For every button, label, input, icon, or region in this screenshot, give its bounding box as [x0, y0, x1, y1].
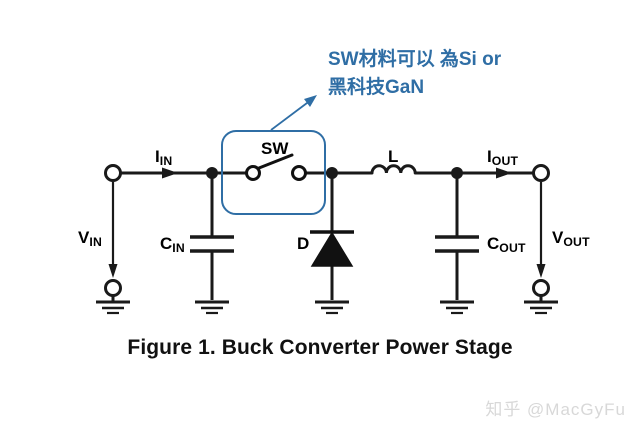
label-inductor: L	[388, 147, 399, 166]
iin-current-arrow	[162, 167, 178, 179]
label-sw: SW	[261, 139, 289, 158]
output-return-terminal[interactable]	[532, 279, 550, 297]
ground-symbol-cin	[195, 300, 229, 315]
switch-contact-left	[245, 165, 261, 181]
terminals	[104, 164, 550, 297]
junction-dots	[206, 167, 463, 179]
junction-dot-cout	[451, 167, 463, 179]
watermark: 知乎 @MacGyFu	[485, 400, 626, 419]
label-diode: D	[297, 234, 310, 253]
label-iout: IOUT	[487, 147, 519, 168]
junction-dot-sw-node	[326, 167, 338, 179]
sw-material-annotation: SW材料可以 為Si or 黑科技GaN	[328, 49, 502, 98]
sw-highlight-box	[221, 130, 326, 215]
ground-symbol-cout	[440, 300, 474, 315]
inductor-l[interactable]	[370, 164, 417, 175]
output-terminal[interactable]	[532, 164, 550, 182]
annotation-pointer-arrow	[270, 95, 317, 131]
figure-caption: Figure 1. Buck Converter Power Stage	[127, 336, 513, 359]
label-vin: VIN	[78, 228, 102, 249]
vout-arrow	[536, 182, 546, 278]
junction-dot-cin	[206, 167, 218, 179]
switch-contact-right	[291, 165, 307, 181]
switch-blade	[257, 153, 294, 170]
ground-symbol-diode	[315, 300, 349, 315]
ground-symbols	[96, 296, 558, 315]
label-cin: CIN	[160, 234, 185, 255]
capacitor-cin[interactable]	[190, 235, 234, 253]
switch-sw[interactable]	[245, 153, 307, 181]
diode-d[interactable]	[310, 230, 354, 267]
label-iin: IIN	[155, 147, 173, 168]
label-cout: COUT	[487, 234, 526, 255]
ground-symbol-input	[96, 296, 130, 315]
input-return-terminal[interactable]	[104, 279, 122, 297]
vin-arrow	[108, 182, 118, 278]
label-vout: VOUT	[552, 228, 590, 249]
iout-current-arrow	[496, 167, 512, 179]
branch-wires	[210, 173, 459, 300]
ground-symbol-output	[524, 296, 558, 315]
input-terminal[interactable]	[104, 164, 122, 182]
capacitor-cout[interactable]	[435, 235, 479, 253]
